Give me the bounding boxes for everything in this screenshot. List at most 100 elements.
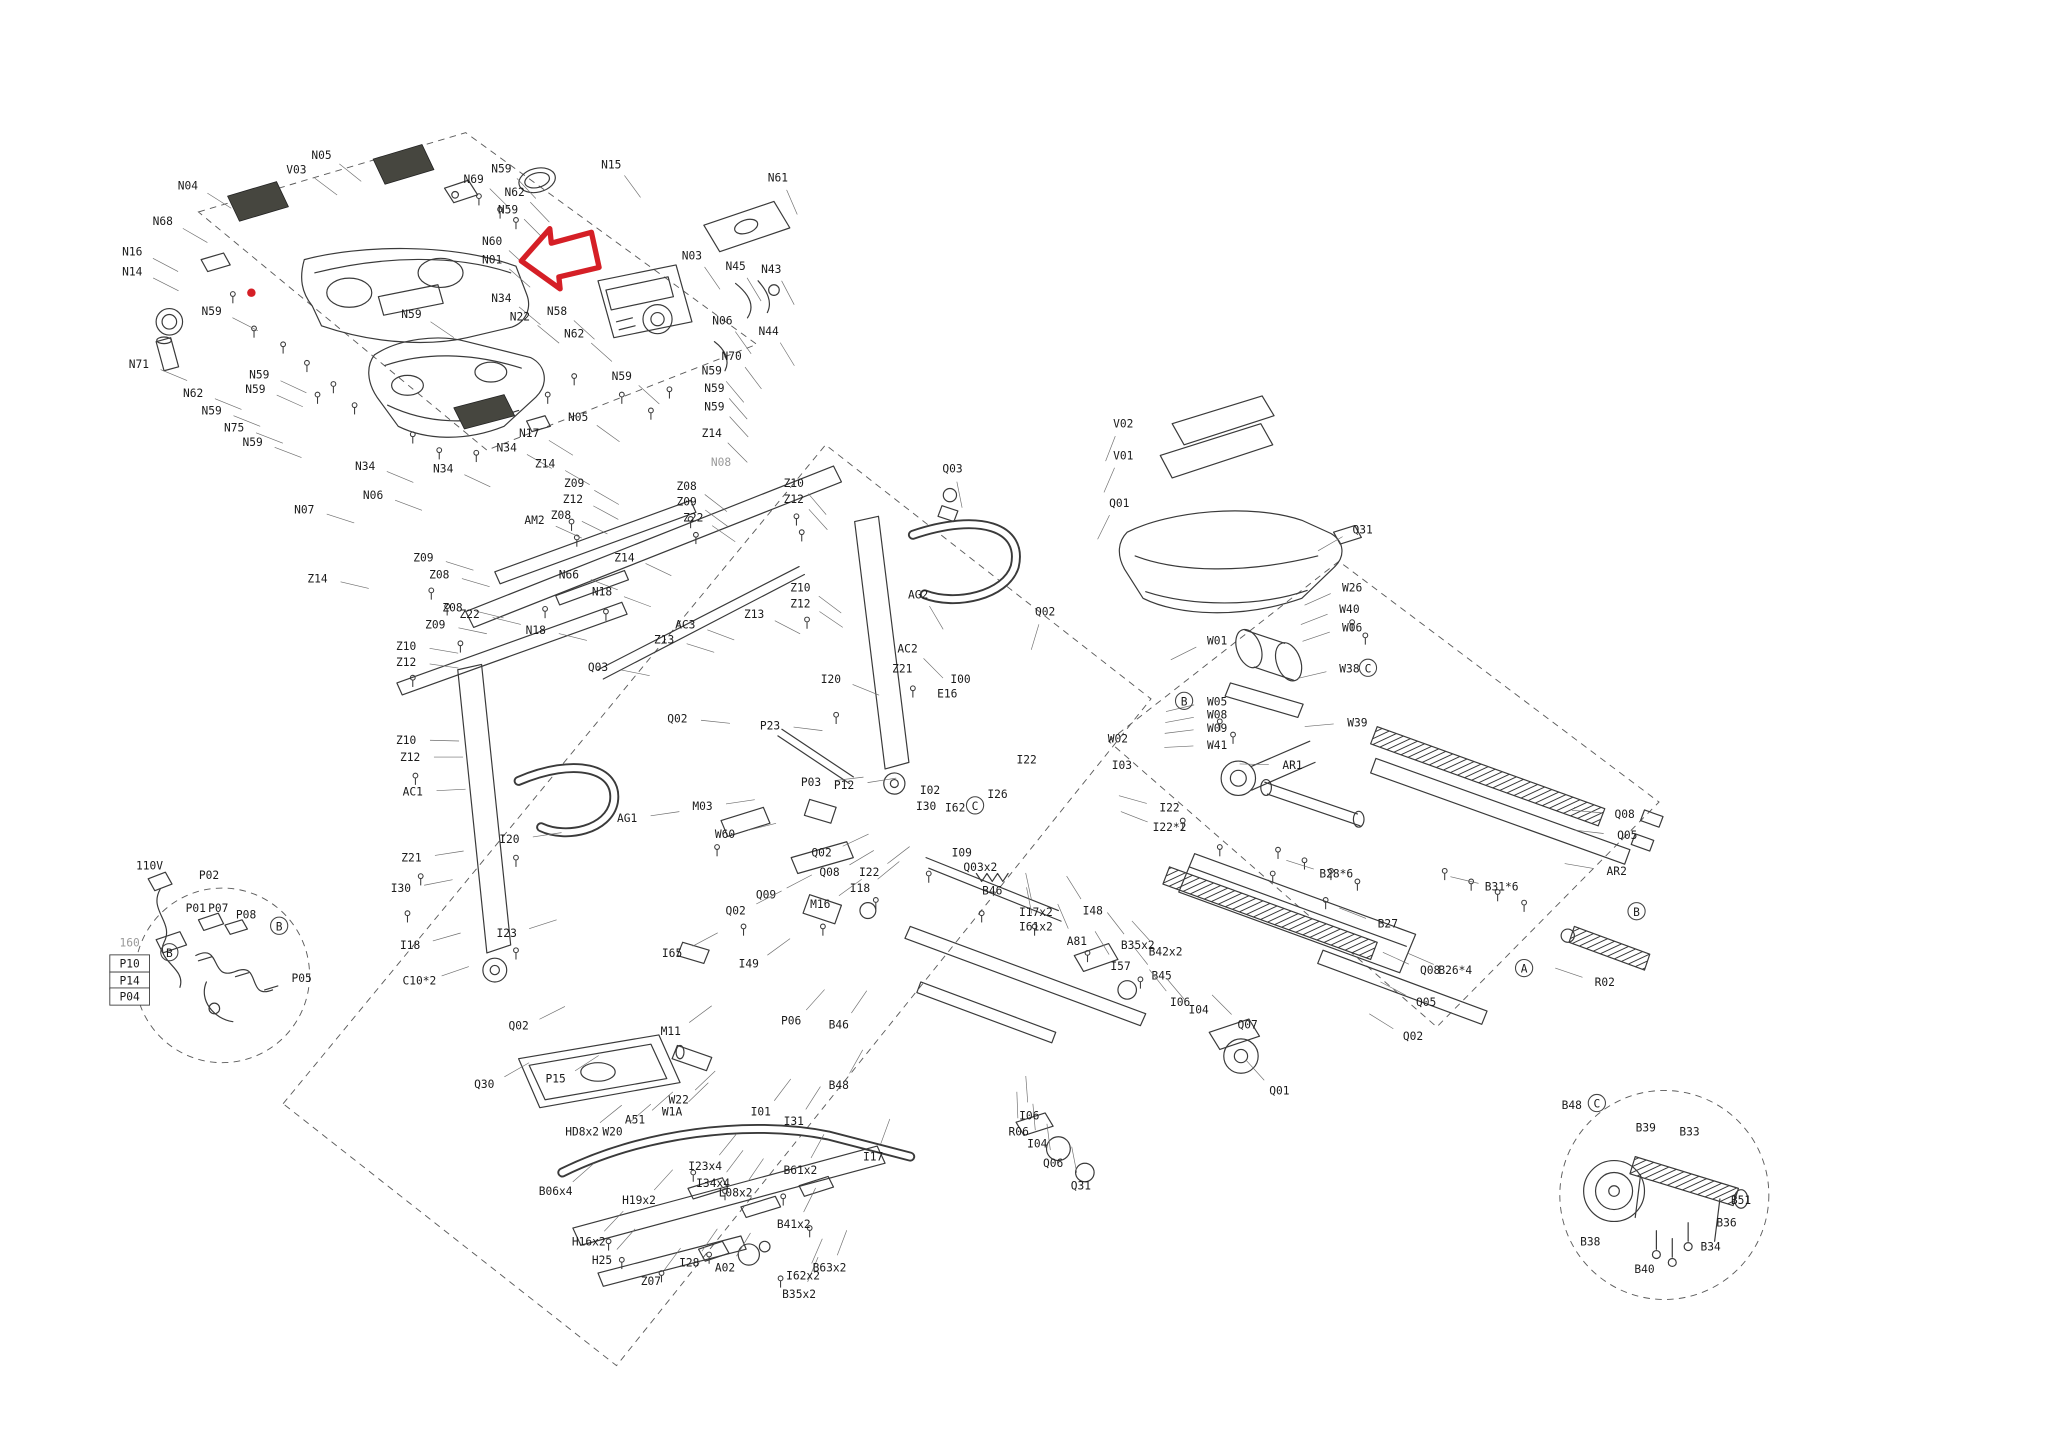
part-label: I26 bbox=[987, 788, 1008, 801]
part-label: Q31 bbox=[1353, 523, 1373, 536]
part-label: N06 bbox=[712, 314, 733, 327]
part-label: P08 bbox=[236, 908, 257, 921]
part-label: N59 bbox=[491, 162, 511, 175]
part-label: A02 bbox=[715, 1262, 735, 1275]
part-label: A51 bbox=[625, 1114, 645, 1127]
part-label: Q03x2 bbox=[963, 861, 997, 874]
part-label: B39 bbox=[1636, 1121, 1656, 1134]
part-label: N22 bbox=[510, 310, 530, 323]
part-label: I01 bbox=[751, 1106, 771, 1119]
part-label: I48 bbox=[1083, 905, 1104, 918]
part-label: N61 bbox=[768, 172, 788, 185]
part-label: N34 bbox=[433, 463, 454, 476]
part-label: H19x2 bbox=[622, 1194, 656, 1207]
part-label: I00 bbox=[950, 673, 971, 686]
part-label: N62 bbox=[504, 186, 524, 199]
fasteners bbox=[229, 193, 1528, 1289]
part-label: I62x2 bbox=[786, 1270, 820, 1283]
part-label: Q01 bbox=[1269, 1084, 1289, 1097]
part-label: B06x4 bbox=[539, 1185, 573, 1198]
part-label: B51 bbox=[1731, 1194, 1751, 1207]
part-label: Z12 bbox=[400, 751, 420, 764]
part-label: I17 bbox=[863, 1151, 883, 1164]
part-label: Q06 bbox=[1043, 1157, 1064, 1170]
part-label: N18 bbox=[526, 624, 547, 637]
part-label: W26 bbox=[1342, 582, 1363, 595]
part-label: Z08 bbox=[429, 568, 450, 581]
wiring-detail-inset bbox=[147, 871, 279, 1023]
part-label: AC2 bbox=[897, 643, 917, 656]
part-label: B63x2 bbox=[813, 1262, 847, 1275]
part-label: A bbox=[1521, 963, 1528, 976]
part-label: B36 bbox=[1716, 1217, 1737, 1230]
part-label: L08x2 bbox=[719, 1186, 753, 1199]
part-label: 160 bbox=[120, 936, 141, 949]
part-label: I22 bbox=[1159, 801, 1179, 814]
part-label: W39 bbox=[1347, 717, 1367, 730]
part-label: I18 bbox=[400, 939, 421, 952]
part-label: N15 bbox=[601, 158, 621, 171]
part-label: N34 bbox=[355, 460, 376, 473]
part-label: N18 bbox=[592, 586, 613, 599]
part-label: N01 bbox=[482, 254, 502, 267]
part-label: P14 bbox=[120, 975, 141, 988]
part-label: I57 bbox=[1110, 960, 1130, 973]
part-label: Z21 bbox=[401, 852, 421, 865]
part-label: Z14 bbox=[307, 572, 328, 585]
part-label: AG2 bbox=[908, 588, 928, 601]
part-label: Z09 bbox=[425, 619, 445, 632]
part-label: I34x4 bbox=[696, 1177, 730, 1190]
part-label: I03 bbox=[1112, 759, 1132, 772]
part-label: B46 bbox=[982, 885, 1003, 898]
part-label: Z12 bbox=[396, 656, 416, 669]
part-label: Z14 bbox=[614, 551, 635, 564]
part-label: B34 bbox=[1700, 1241, 1721, 1254]
part-label: AC3 bbox=[675, 619, 695, 632]
part-label: Q03 bbox=[588, 661, 608, 674]
part-label: N43 bbox=[761, 263, 781, 276]
part-label: N04 bbox=[178, 180, 199, 193]
part-label: N45 bbox=[725, 260, 745, 273]
part-label: C bbox=[1593, 1098, 1600, 1111]
part-label: B26*4 bbox=[1438, 964, 1472, 977]
part-label: Q02 bbox=[508, 1020, 528, 1033]
part-label: M11 bbox=[661, 1025, 681, 1038]
part-label: N07 bbox=[294, 504, 314, 517]
part-label: Q02 bbox=[667, 713, 687, 726]
part-label: I22 bbox=[859, 866, 879, 879]
group-boundaries bbox=[134, 132, 1770, 1367]
part-label: I65 bbox=[662, 947, 682, 960]
part-label: N44 bbox=[759, 325, 780, 338]
part-label: W40 bbox=[1339, 603, 1360, 616]
part-label: I20 bbox=[821, 673, 842, 686]
part-label: Z22 bbox=[460, 608, 480, 621]
part-label: Q08 bbox=[1614, 808, 1635, 821]
part-label: I18 bbox=[850, 882, 871, 895]
part-label: Q31 bbox=[1071, 1180, 1091, 1193]
part-label: N05 bbox=[311, 149, 331, 162]
part-label: I22 bbox=[1016, 754, 1036, 767]
part-label: Q09 bbox=[756, 889, 776, 902]
part-label: I30 bbox=[916, 800, 937, 813]
part-label: Z12 bbox=[784, 493, 804, 506]
part-label: N69 bbox=[463, 173, 483, 186]
part-label: W22 bbox=[669, 1094, 689, 1107]
part-label: N59 bbox=[249, 369, 269, 382]
part-label: P05 bbox=[291, 972, 311, 985]
part-label: I49 bbox=[739, 957, 759, 970]
part-label: P12 bbox=[834, 779, 854, 792]
part-label: N62 bbox=[564, 328, 584, 341]
red-dot-annotation bbox=[247, 288, 256, 297]
part-label: AR2 bbox=[1607, 865, 1627, 878]
part-label: Q30 bbox=[474, 1078, 495, 1091]
part-label: H25 bbox=[592, 1254, 612, 1267]
part-label: N59 bbox=[704, 400, 724, 413]
part-label: P15 bbox=[546, 1073, 566, 1086]
part-label: I17x2 bbox=[1019, 906, 1053, 919]
part-label: B33 bbox=[1679, 1125, 1699, 1138]
part-label: Z13 bbox=[654, 633, 674, 646]
part-label: Q02 bbox=[1035, 606, 1055, 619]
part-label: I04 bbox=[1188, 1004, 1209, 1017]
